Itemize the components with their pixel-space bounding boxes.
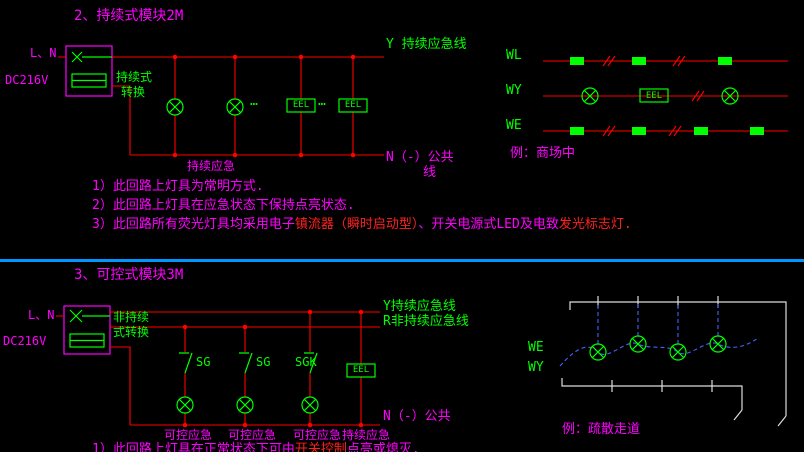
cable-mark <box>632 57 646 65</box>
section2-note-2: 2）此回路上灯具在应急状态下保持点亮状态. <box>92 198 355 213</box>
section3-n-line-label: N（-）公共 <box>383 409 451 424</box>
lamp-icon <box>301 396 319 414</box>
eel-box <box>346 363 376 378</box>
ellipsis: … <box>318 94 326 109</box>
lamp-icon <box>226 98 244 116</box>
section2-dc-label: DC216V <box>5 73 49 87</box>
corridor-plan <box>559 296 787 427</box>
lamp-icon <box>176 396 194 414</box>
section2-title: 2、持续式模块2M <box>74 8 184 24</box>
wires-3m <box>56 311 380 426</box>
converter-box-2m <box>65 45 113 97</box>
mini-we-label: WE <box>506 118 522 133</box>
eel-box-label: EEL <box>292 100 310 110</box>
section2-example-label: 例：商场中 <box>510 146 576 161</box>
mini-wy-label: WY <box>506 83 522 98</box>
section3-note-1: 1）此回路上灯具在正常状态下可由开关控制点亮或熄灭. <box>92 442 420 452</box>
note-1-part-1: 1）此回路上灯具在正常状态下可由 <box>92 442 295 452</box>
mini-riser-lines <box>543 55 788 137</box>
eel-box-label: EEL <box>344 100 362 110</box>
lamp-icon <box>629 335 647 353</box>
section3-title: 3、可控式模块3M <box>74 267 184 283</box>
note-3-part-3: 、开关电源式LED及电致 <box>418 217 559 232</box>
section3-y-line-label: Y持续应急线 <box>383 299 456 314</box>
junction-dots-2m <box>172 54 356 158</box>
switch-label-sgk: SGK <box>295 355 317 369</box>
branch-label-3: 可控应急 <box>293 428 342 442</box>
section2-n-line-label-2: 线 <box>423 165 437 180</box>
note-3-part-2: 镇流器（瞬时启动型） <box>294 217 419 232</box>
corridor-wy-label: WY <box>528 360 544 375</box>
branch-label-2: 可控应急 <box>228 428 277 442</box>
branch-label-1: 可控应急 <box>164 428 213 442</box>
cable-mark <box>694 127 708 135</box>
corridor-we-label: WE <box>528 340 544 355</box>
note-3-part-1: 3）此回路所有荧光灯具均采用电子 <box>92 217 295 232</box>
cable-mark <box>632 127 646 135</box>
note-1-part-3: 点亮或熄灭. <box>346 442 420 452</box>
switch-label-sg-1: SG <box>196 355 211 369</box>
ellipsis: … <box>250 94 258 109</box>
cable-mark <box>570 57 584 65</box>
section3-example-label: 例：疏散走道 <box>562 422 641 437</box>
section2-ln-label: L、N <box>30 46 57 60</box>
eel-box-label: EEL <box>645 91 663 101</box>
section2-lamp-label: 持续应急 <box>187 159 236 173</box>
switch-label-sg-2: SG <box>256 355 271 369</box>
section2-y-line-label: Y 持续应急线 <box>386 37 467 52</box>
section2-converter-label-1: 持续式 <box>116 70 153 84</box>
lamp-icon <box>166 98 184 116</box>
section2-converter-label-2: 转换 <box>121 85 146 99</box>
lamp-icon <box>236 396 254 414</box>
lamp-icon <box>669 343 687 361</box>
section2-note-1: 1）此回路上灯具为常明方式. <box>92 179 264 194</box>
branch-label-4: 持续应急 <box>342 428 391 442</box>
section3-converter-label-1: 非持续 <box>113 310 150 324</box>
cable-mark <box>750 127 764 135</box>
eel-box <box>338 98 368 113</box>
note-1-part-2: 开关控制 <box>294 442 347 452</box>
lamp-icon <box>709 335 727 353</box>
cable-mark <box>718 57 732 65</box>
section2-note-3: 3）此回路所有荧光灯具均采用电子镇流器（瞬时启动型）、开关电源式LED及电致发光… <box>92 217 632 233</box>
lamp-icon <box>589 343 607 361</box>
section3-converter-label-2: 式转换 <box>113 325 150 339</box>
cable-mark <box>570 127 584 135</box>
section-divider <box>0 259 804 262</box>
section3-r-line-label: R非持续应急线 <box>383 314 469 329</box>
wires-2m <box>58 56 384 156</box>
section3-dc-label: DC216V <box>3 334 47 348</box>
converter-box-3m <box>63 305 111 355</box>
switch-icons <box>179 352 318 374</box>
mini-wl-label: WL <box>506 48 522 63</box>
junction-dots-3m <box>182 309 364 428</box>
eel-box-label: EEL <box>352 365 370 375</box>
eel-box <box>639 88 669 103</box>
section2-n-line-label-1: N（-）公共 <box>386 150 454 165</box>
eel-box <box>286 98 316 113</box>
note-3-part-4: 发光标志灯. <box>558 217 632 232</box>
section3-ln-label: L、N <box>28 308 55 322</box>
